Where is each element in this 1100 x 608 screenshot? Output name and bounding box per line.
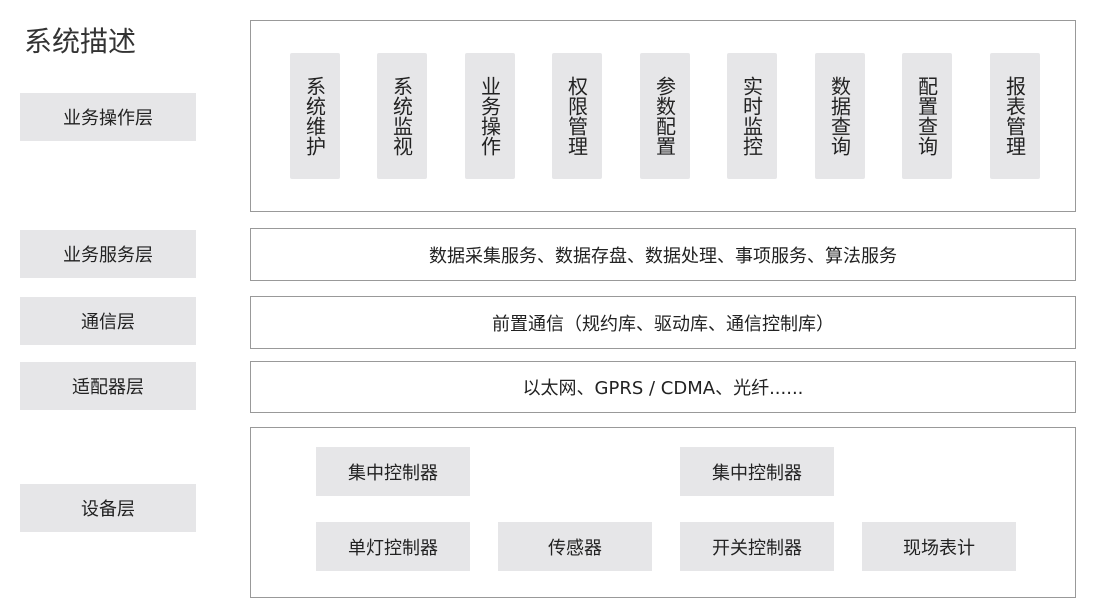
adapter-box: 以太网、GPRS / CDMA、光纤...... xyxy=(250,361,1076,413)
operation-label: 数据查询 xyxy=(827,76,852,156)
layer-label-adapter: 适配器层 xyxy=(20,362,196,410)
device-item: 开关控制器 xyxy=(680,522,834,571)
operation-item: 系统监视 xyxy=(377,53,427,179)
layer-label-communication: 通信层 xyxy=(20,297,196,345)
operation-label: 报表管理 xyxy=(1002,76,1027,156)
communication-text: 前置通信（规约库、驱动库、通信控制库） xyxy=(492,313,834,335)
device-item: 现场表计 xyxy=(862,522,1016,571)
operation-item: 参数配置 xyxy=(640,53,690,179)
operation-label: 权限管理 xyxy=(564,76,589,156)
operation-item: 权限管理 xyxy=(552,53,602,179)
operation-label: 实时监控 xyxy=(739,76,764,156)
adapter-text: 以太网、GPRS / CDMA、光纤...... xyxy=(522,378,804,399)
operation-item: 实时监控 xyxy=(727,53,777,179)
operation-label: 业务操作 xyxy=(477,76,502,156)
device-item: 集中控制器 xyxy=(680,447,834,496)
layer-label-business-service: 业务服务层 xyxy=(20,230,196,278)
operation-item: 数据查询 xyxy=(815,53,865,179)
business-service-text: 数据采集服务、数据存盘、数据处理、事项服务、算法服务 xyxy=(429,245,897,267)
operation-label: 系统维护 xyxy=(302,76,327,156)
operation-label: 系统监视 xyxy=(389,76,414,156)
operation-item: 系统维护 xyxy=(290,53,340,179)
layer-label-device: 设备层 xyxy=(20,484,196,532)
layer-label-business-operation: 业务操作层 xyxy=(20,93,196,141)
operation-item: 业务操作 xyxy=(465,53,515,179)
device-item: 传感器 xyxy=(498,522,652,571)
operation-label: 参数配置 xyxy=(652,76,677,156)
device-item: 单灯控制器 xyxy=(316,522,470,571)
communication-box: 前置通信（规约库、驱动库、通信控制库） xyxy=(250,296,1076,349)
diagram-title: 系统描述 xyxy=(24,25,137,58)
operation-label: 配置查询 xyxy=(914,76,939,156)
device-item: 集中控制器 xyxy=(316,447,470,496)
operation-item: 配置查询 xyxy=(902,53,952,179)
operation-item: 报表管理 xyxy=(990,53,1040,179)
business-service-box: 数据采集服务、数据存盘、数据处理、事项服务、算法服务 xyxy=(250,228,1076,281)
